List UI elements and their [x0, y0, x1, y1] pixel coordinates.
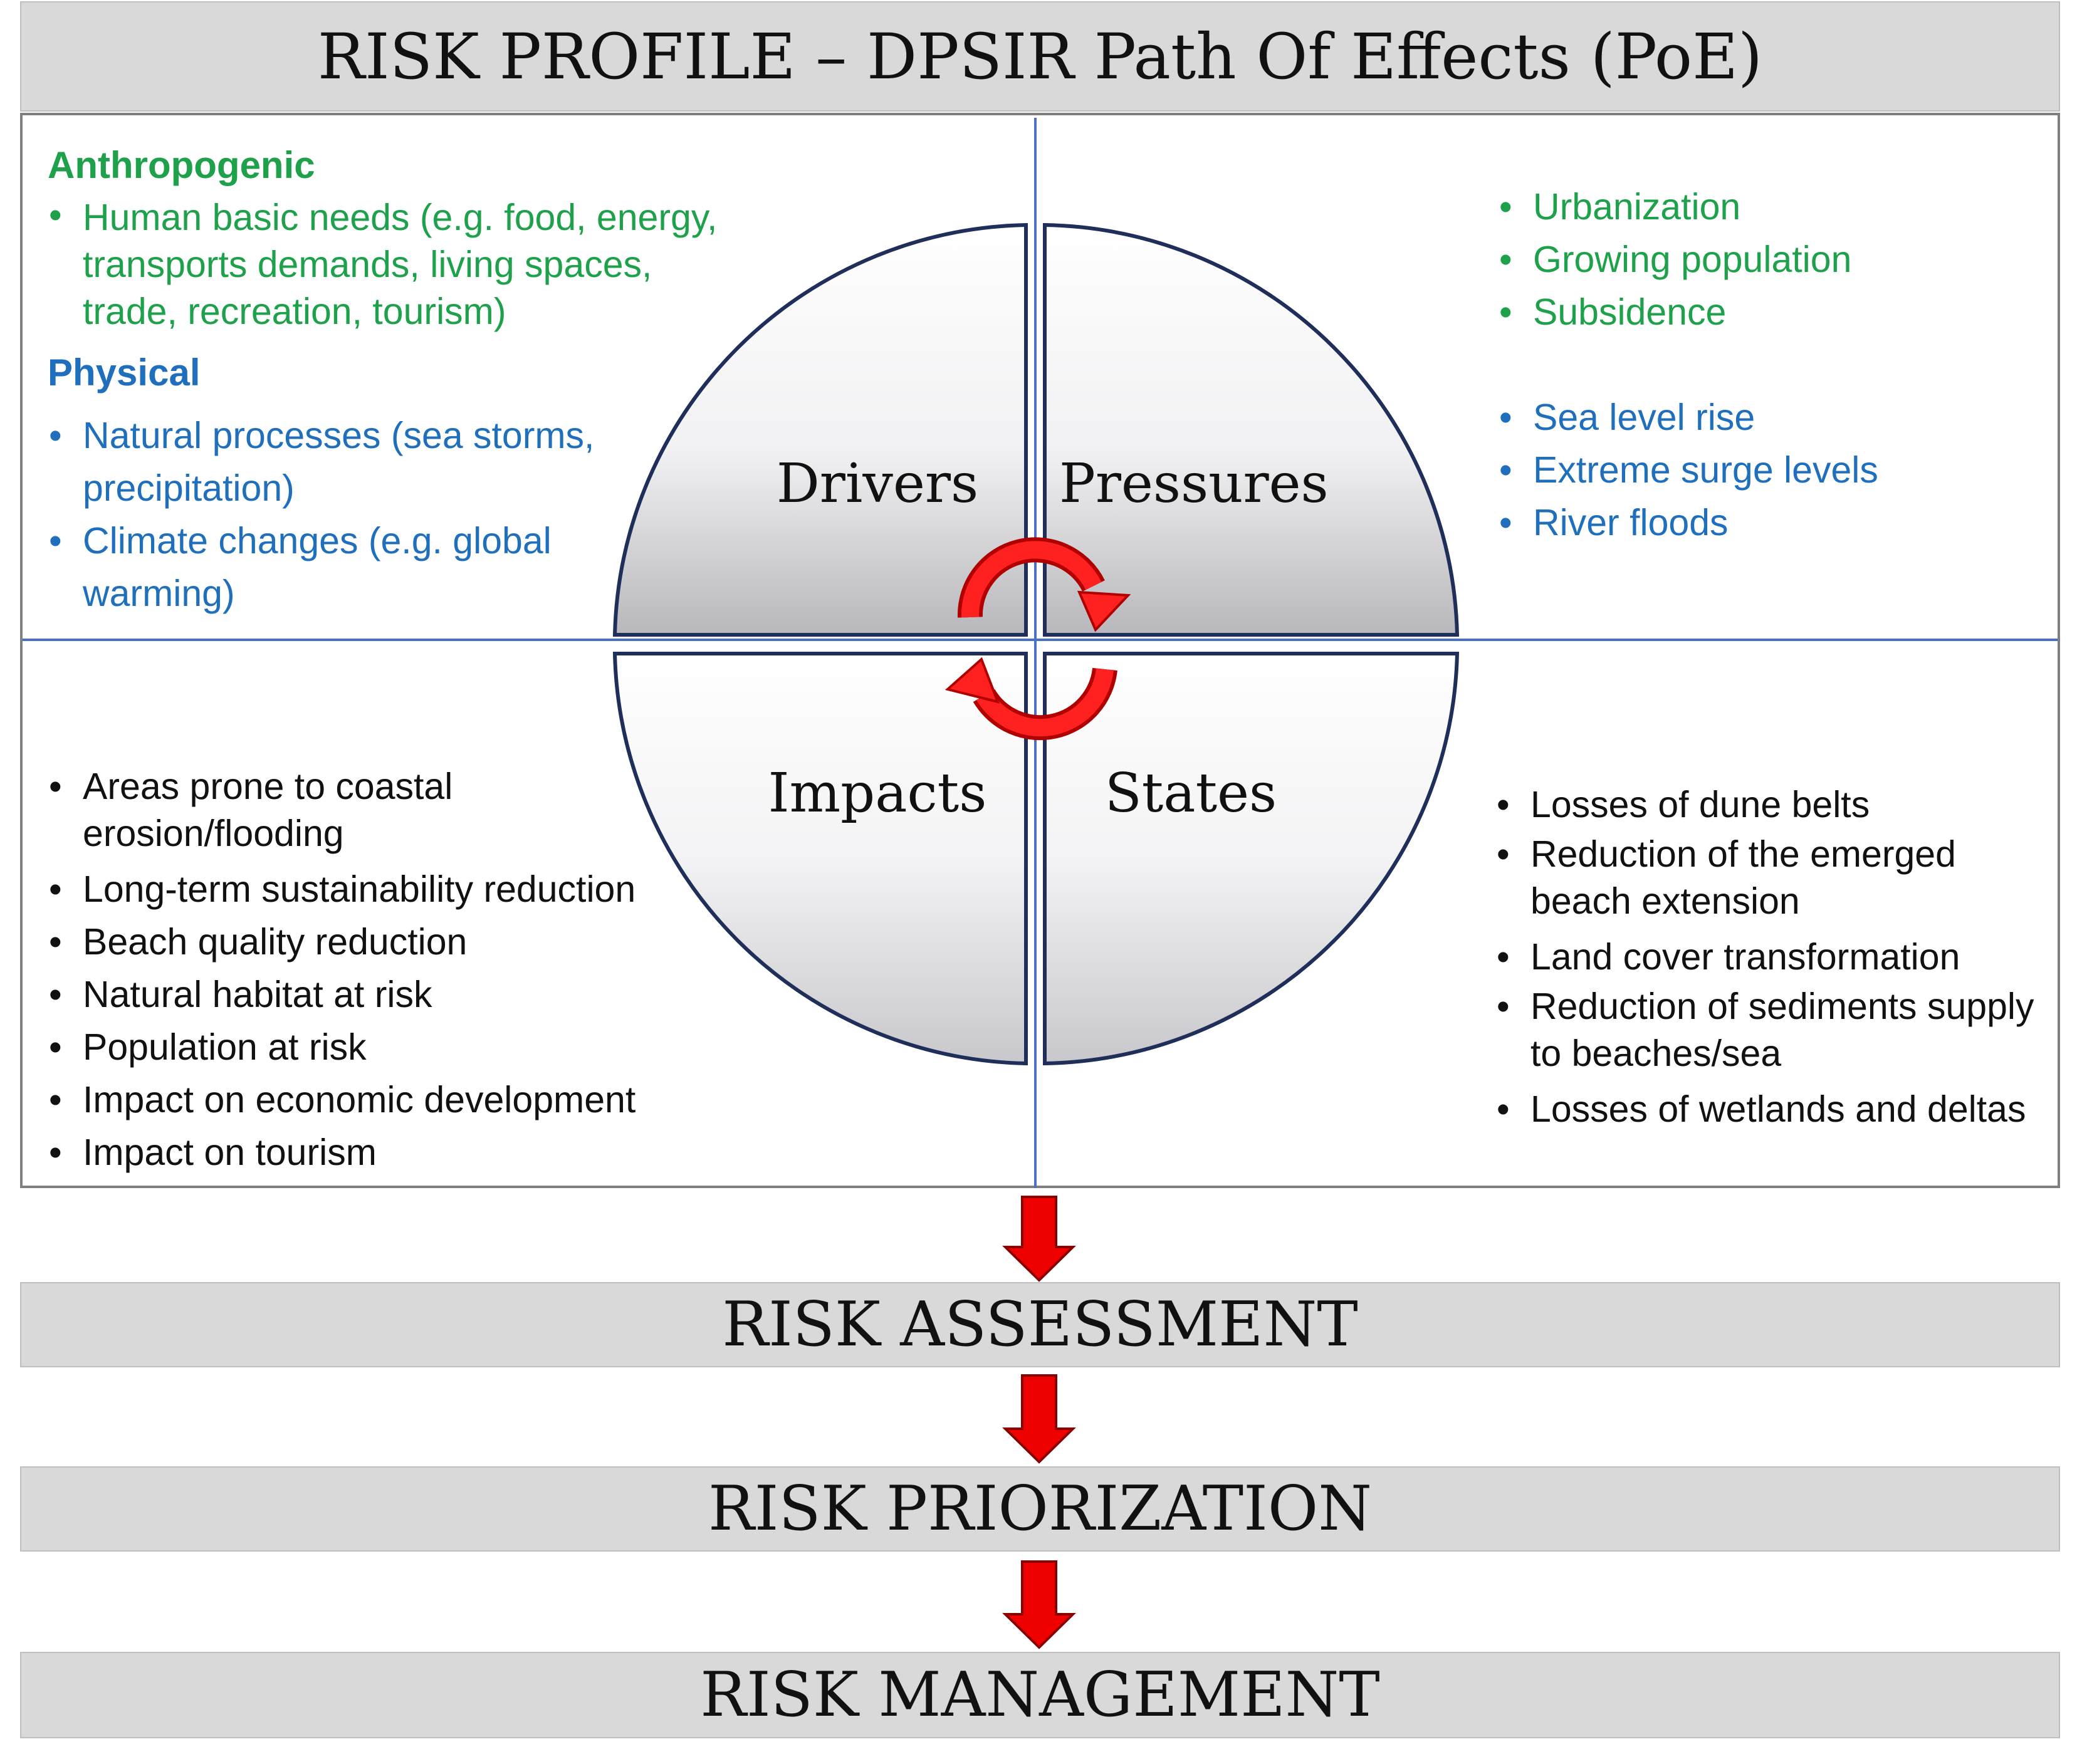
- list-item: Subsidence: [1498, 286, 2049, 338]
- down-arrow-icon: [1002, 1560, 1076, 1649]
- list-item: Reduction of the emerged beach extension: [1495, 831, 2059, 931]
- list-item: Long-term sustainability reduction: [48, 863, 725, 916]
- list-item: Natural processes (sea storms, precipita…: [48, 409, 624, 514]
- states-label: States: [1104, 762, 1277, 825]
- physical-heading: Physical: [48, 352, 201, 394]
- list-item: Impact on tourism: [48, 1126, 725, 1179]
- states-panel: Losses of dune belts Reduction of the em…: [1495, 778, 2059, 1135]
- list-item: Human basic needs (e.g. food, energy, tr…: [48, 192, 737, 335]
- list-item: Reduction of sediments supply to beaches…: [1495, 983, 2059, 1083]
- page-title: RISK PROFILE – DPSIR Path Of Effects (Po…: [317, 19, 1763, 93]
- stage-label: RISK ASSESSMENT: [722, 1289, 1358, 1360]
- list-item: Growing population: [1498, 233, 2049, 286]
- title-bar: RISK PROFILE – DPSIR Path Of Effects (Po…: [20, 1, 2060, 112]
- stage-label: RISK MANAGEMENT: [700, 1659, 1380, 1731]
- drivers-panel: Anthropogenic Human basic needs (e.g. fo…: [48, 139, 775, 620]
- list-item: Sea level rise: [1498, 391, 2049, 444]
- list-item: Climate changes (e.g. global warming): [48, 514, 624, 620]
- down-arrow-icon: [1002, 1196, 1076, 1282]
- list-item: Urbanization: [1498, 180, 2049, 233]
- pressures-label: Pressures: [1059, 452, 1329, 515]
- risk-management-bar: RISK MANAGEMENT: [20, 1652, 2060, 1738]
- drivers-label: Drivers: [776, 452, 979, 515]
- stage-label: RISK PRIORIZATION: [708, 1473, 1372, 1545]
- list-item: Losses of wetlands and deltas: [1495, 1083, 2059, 1135]
- list-item: Land cover transformation: [1495, 931, 2059, 983]
- list-item: Impact on economic development: [48, 1073, 725, 1126]
- list-item: Natural habitat at risk: [48, 968, 725, 1021]
- list-item: Losses of dune belts: [1495, 778, 2059, 831]
- anthropogenic-heading: Anthropogenic: [48, 144, 315, 186]
- impacts-label: Impacts: [768, 762, 987, 825]
- risk-assessment-bar: RISK ASSESSMENT: [20, 1282, 2060, 1367]
- list-item: Beach quality reduction: [48, 916, 725, 968]
- pressures-panel: Urbanization Growing population Subsiden…: [1498, 180, 2049, 549]
- list-item: River floods: [1498, 496, 2049, 549]
- list-item: Extreme surge levels: [1498, 444, 2049, 496]
- list-item: Population at risk: [48, 1021, 725, 1073]
- down-arrow-icon: [1002, 1374, 1076, 1464]
- list-item: Areas prone to coastal erosion/flooding: [48, 763, 534, 863]
- risk-priorization-bar: RISK PRIORIZATION: [20, 1466, 2060, 1552]
- impacts-panel: Areas prone to coastal erosion/flooding …: [48, 763, 725, 1179]
